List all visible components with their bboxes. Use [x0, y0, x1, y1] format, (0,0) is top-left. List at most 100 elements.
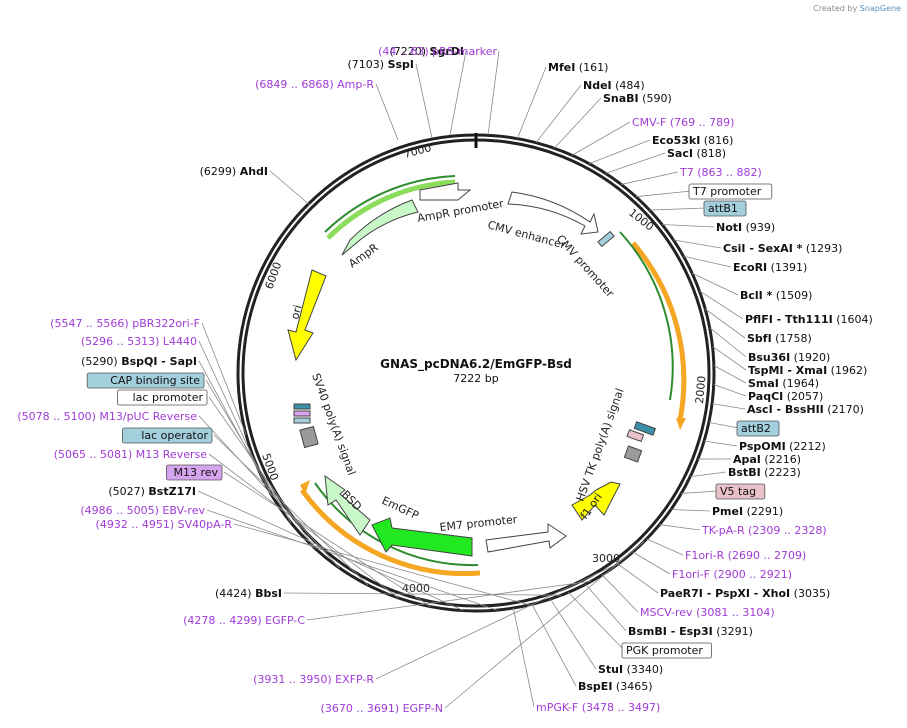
leader-line [567, 592, 625, 651]
leader-line [306, 580, 592, 621]
cmv-promoter-marker [597, 230, 615, 248]
site-mpgk-f: mPGK-F (3478 .. 3497) [512, 607, 661, 714]
site-position: (2216) [761, 453, 801, 466]
feature-box-label: V5 tag [720, 485, 756, 498]
em7-promoter-arrow [485, 523, 567, 553]
primer-label: MSCV-rev (3081 .. 3104) [640, 606, 775, 619]
site-smai: SmaI (1964) [713, 365, 819, 390]
site-name: SspI [388, 58, 414, 71]
site-egfp-n: (3670 .. 3691) EGFP-N [321, 540, 645, 715]
leader-line [649, 207, 707, 211]
feature-box-label: attB2 [741, 422, 771, 435]
site-label: NdeI (484) [583, 79, 645, 92]
leader-line [208, 453, 399, 599]
feature-box-label: CAP binding site [110, 374, 200, 387]
leader-line [283, 592, 562, 596]
leader-line [699, 290, 744, 320]
site-bcli-: BclI * (1509) [691, 272, 812, 302]
leader-line [553, 97, 602, 149]
site-name: AhdI [240, 165, 268, 178]
site-apai: ApaI (2216) [697, 453, 801, 466]
site-sgrdi: (7220) SgrDI [389, 45, 467, 136]
primer-name: mPGK-F [536, 701, 582, 714]
site-position: (6299) [200, 165, 240, 178]
lac-marker-1 [293, 403, 311, 410]
primer-position: (769 .. 789) [670, 116, 735, 129]
leader-line [617, 563, 659, 594]
site-position: (5290) [81, 355, 121, 368]
site-name: BsmBI - Esp3I [628, 625, 713, 638]
label-cmv-enhancer: CMV enhancer [486, 218, 567, 251]
leader-line [661, 224, 715, 228]
site-position: (1391) [767, 261, 807, 274]
site-pmei: PmeI (2291) [670, 505, 783, 518]
site-snabi: SnaBI (590) [553, 92, 672, 149]
site-name: SmaI [748, 377, 779, 390]
leader-line [223, 471, 431, 607]
primer-name: EGFP-C [265, 614, 305, 627]
leader-line [487, 50, 500, 136]
ampr-outer-green [324, 175, 456, 233]
site-name: TspMI - XmaI [748, 364, 827, 377]
site-bspei: BspEI (3465) [531, 604, 653, 693]
primer-position: (3478 .. 3497) [582, 701, 661, 714]
site-position: (1920) [790, 351, 830, 364]
leader-line [571, 121, 631, 156]
site-label: PflFI - Tth111I (1604) [745, 313, 873, 326]
site-position: (484) [612, 79, 645, 92]
leader-line [605, 152, 666, 174]
leader-line [198, 340, 258, 467]
label-sv40: SV40 poly(A) signal [309, 372, 358, 477]
feature-box [122, 427, 213, 444]
lac-marker-3 [293, 417, 311, 424]
primer-name: EGFP-N [403, 702, 443, 715]
leader-line [213, 434, 369, 586]
primer-label: (4278 .. 4299) EGFP-C [183, 614, 305, 627]
primer-label: CMV-F (769 .. 789) [632, 116, 734, 129]
snapgene-credit: Created by SnapGene [813, 4, 901, 13]
site-noti: NotI (939) [661, 221, 775, 234]
site-position: (3035) [790, 587, 830, 600]
primer-name: L4440 [163, 335, 197, 348]
site-name: AscI - BssHII [747, 403, 824, 416]
leader-line [589, 139, 651, 165]
leader-line [449, 50, 467, 136]
site-position: (2057) [783, 390, 823, 403]
site-csii-sexai-: CsiI - SexAI * (1293) [673, 239, 842, 255]
leader-line [659, 524, 701, 531]
site-lac-promoter: lac promoter [117, 389, 315, 548]
site-eco53ki: Eco53kI (816) [589, 134, 733, 165]
site-pbr322ori-f: (5547 .. 5566) pBR322ori-F [50, 317, 247, 435]
primer-label: (4986 .. 5005) EBV-rev [80, 504, 205, 517]
leader-line [670, 509, 711, 512]
primer-label: (5065 .. 5081) M13 Reverse [54, 448, 207, 461]
leader-line [550, 598, 597, 670]
site-position: (816) [700, 134, 733, 147]
leader-line [531, 604, 577, 687]
site-name: PaqCI [748, 390, 783, 403]
bottom-orange-arc [299, 488, 481, 577]
leader-line [375, 562, 620, 680]
feature-box-label: lac operator [141, 429, 208, 442]
leader-line [635, 190, 692, 198]
site-label: Bsu36I (1920) [748, 351, 830, 364]
primer-name: pBR322ori-F [132, 317, 200, 330]
site-mfei: MfeI (161) [516, 61, 608, 139]
site-label: (7220) SgrDI [389, 45, 464, 58]
site-name: MfeI [548, 61, 575, 74]
site-exfp-r: (3931 .. 3950) EXFP-R [253, 562, 620, 686]
site-bbsi: (4424) BbsI [215, 587, 562, 600]
primer-name: MSCV-rev [640, 606, 696, 619]
leader-line [516, 66, 547, 139]
site-t7: T7 (863 .. 882) [621, 166, 762, 185]
site-label: EcoRI (1391) [733, 261, 807, 274]
site-position: (161) [575, 61, 608, 74]
site-bstbi: BstBI (2223) [690, 466, 801, 479]
primer-name: TK-pA-R [701, 524, 748, 537]
site-name: Eco53kI [652, 134, 700, 147]
plasmid-name: GNAS_pcDNA6.2/EmGFP-Bsd [380, 357, 572, 372]
leader-line [198, 360, 273, 496]
site-position: (4424) [215, 587, 255, 600]
site-label: SnaBI (590) [603, 92, 672, 105]
site-name: BbsI [255, 587, 282, 600]
